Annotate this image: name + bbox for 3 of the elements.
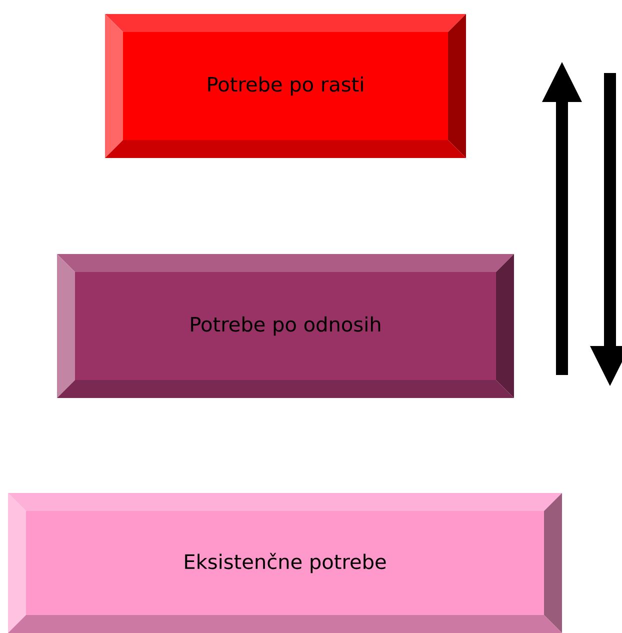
beveled-box: Eksistenčne potrebe [8, 493, 562, 633]
beveled-box: Potrebe po odnosih [57, 254, 514, 398]
beveled-box: Potrebe po rasti [105, 14, 466, 158]
